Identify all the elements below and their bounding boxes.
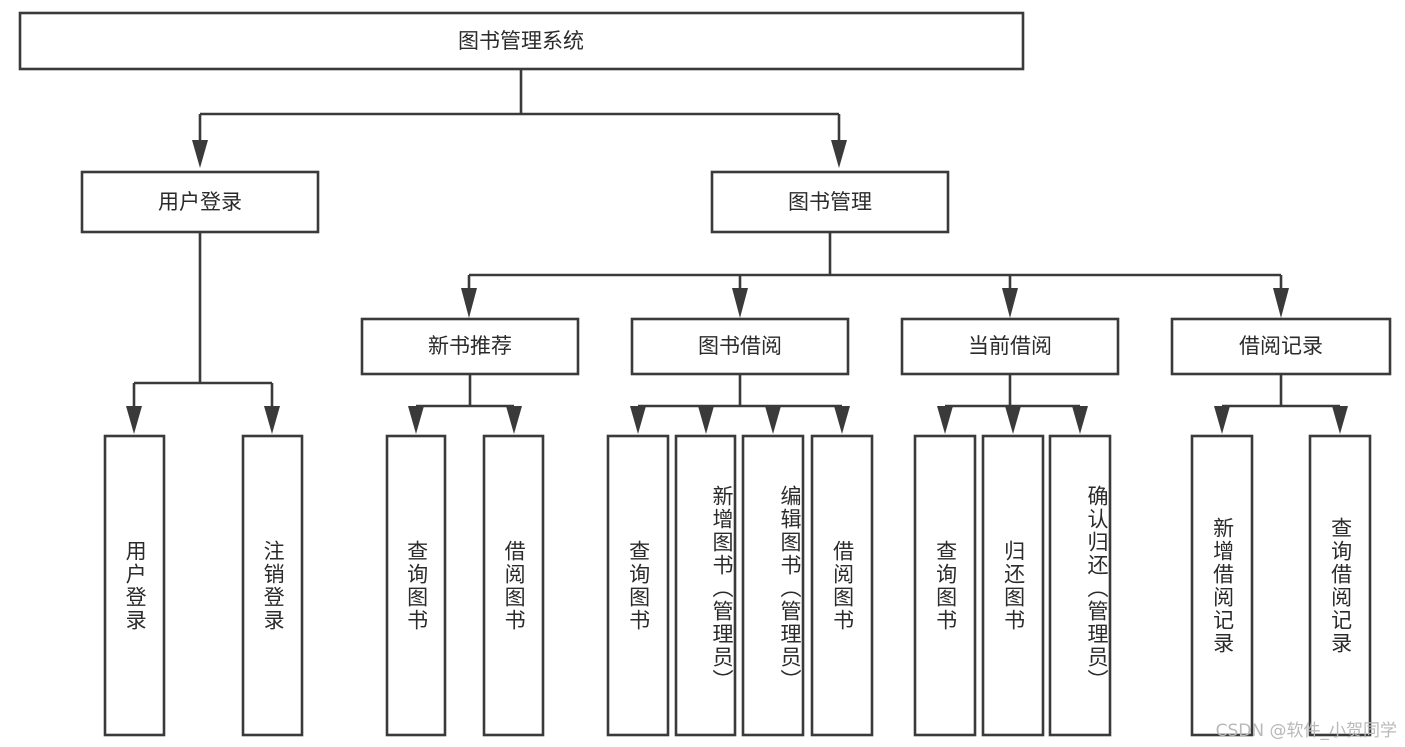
node-root-label: 图书管理系统	[458, 29, 584, 53]
leaf-boxes	[103, 434, 1372, 737]
leaf-logout-login-rect[interactable]	[241, 434, 304, 737]
connector-user-login-to-leaves	[126, 232, 280, 434]
leaf-query-book-2-rect[interactable]	[606, 434, 670, 737]
connector-new-book-recommend-to-leaves	[408, 374, 522, 434]
arrow-head-icon	[1005, 406, 1021, 434]
arrow-head-icon	[461, 288, 477, 318]
leaf-query-book-3-rect[interactable]	[913, 434, 977, 737]
arrow-head-icon	[192, 140, 208, 168]
connector-root-to-level2	[192, 69, 847, 168]
node-book-borrow-label: 图书借阅	[698, 334, 782, 358]
arrow-head-icon	[937, 406, 953, 434]
arrow-head-icon	[765, 406, 781, 434]
csdn-watermark: CSDN @软件_小贺同学	[1215, 721, 1397, 741]
arrow-head-icon	[732, 288, 748, 318]
node-borrow-record[interactable]: 借阅记录	[1170, 317, 1392, 376]
leaf-borrow-book-2-rect[interactable]	[810, 434, 874, 737]
leaf-return-book-rect[interactable]	[981, 434, 1045, 737]
leaf-query-record-rect[interactable]	[1308, 434, 1372, 737]
node-borrow-record-label: 借阅记录	[1239, 334, 1323, 358]
arrow-head-icon	[1002, 288, 1018, 318]
node-user-login-label: 用户登录	[158, 190, 242, 214]
node-root[interactable]: 图书管理系统	[18, 11, 1025, 71]
leaf-user-login-rect[interactable]	[103, 434, 166, 737]
node-new-book-recommend-label: 新书推荐	[428, 334, 512, 358]
leaf-borrow-book-1-rect[interactable]	[482, 434, 545, 737]
node-book-manage[interactable]: 图书管理	[710, 170, 950, 234]
node-new-book-recommend-rect	[360, 317, 580, 376]
connector-current-borrow-to-leaves	[937, 374, 1088, 434]
arrow-head-icon	[630, 406, 646, 434]
leaf-confirm-return-rect[interactable]	[1048, 434, 1112, 737]
arrow-head-icon	[1273, 288, 1289, 318]
leaf-add-book-rect[interactable]	[674, 434, 737, 737]
connector-book-borrow-to-leaves	[630, 374, 850, 434]
node-current-borrow-rect	[900, 317, 1120, 376]
node-root-rect	[18, 11, 1025, 71]
leaf-query-book-1-rect[interactable]	[385, 434, 447, 737]
arrow-head-icon	[1214, 406, 1230, 434]
arrow-head-icon	[506, 406, 522, 434]
node-current-borrow-label: 当前借阅	[968, 334, 1052, 358]
arrow-head-icon	[831, 140, 847, 168]
arrow-head-icon	[834, 406, 850, 434]
connector-borrow-record-to-leaves	[1214, 374, 1348, 434]
node-user-login[interactable]: 用户登录	[80, 170, 320, 234]
leaf-edit-book-rect[interactable]	[741, 434, 805, 737]
node-book-manage-label: 图书管理	[788, 190, 872, 214]
arrow-head-icon	[264, 406, 280, 434]
arrow-head-icon	[698, 406, 714, 434]
arrow-head-icon	[126, 406, 142, 434]
node-user-login-rect	[80, 170, 320, 234]
connector-book-manage-to-level3	[461, 232, 1289, 318]
node-book-borrow[interactable]: 图书借阅	[630, 317, 850, 376]
node-current-borrow[interactable]: 当前借阅	[900, 317, 1120, 376]
arrow-head-icon	[1332, 406, 1348, 434]
arrow-head-icon	[408, 406, 424, 434]
leaf-add-record-rect[interactable]	[1190, 434, 1254, 737]
arrow-head-icon	[1072, 406, 1088, 434]
node-new-book-recommend[interactable]: 新书推荐	[360, 317, 580, 376]
